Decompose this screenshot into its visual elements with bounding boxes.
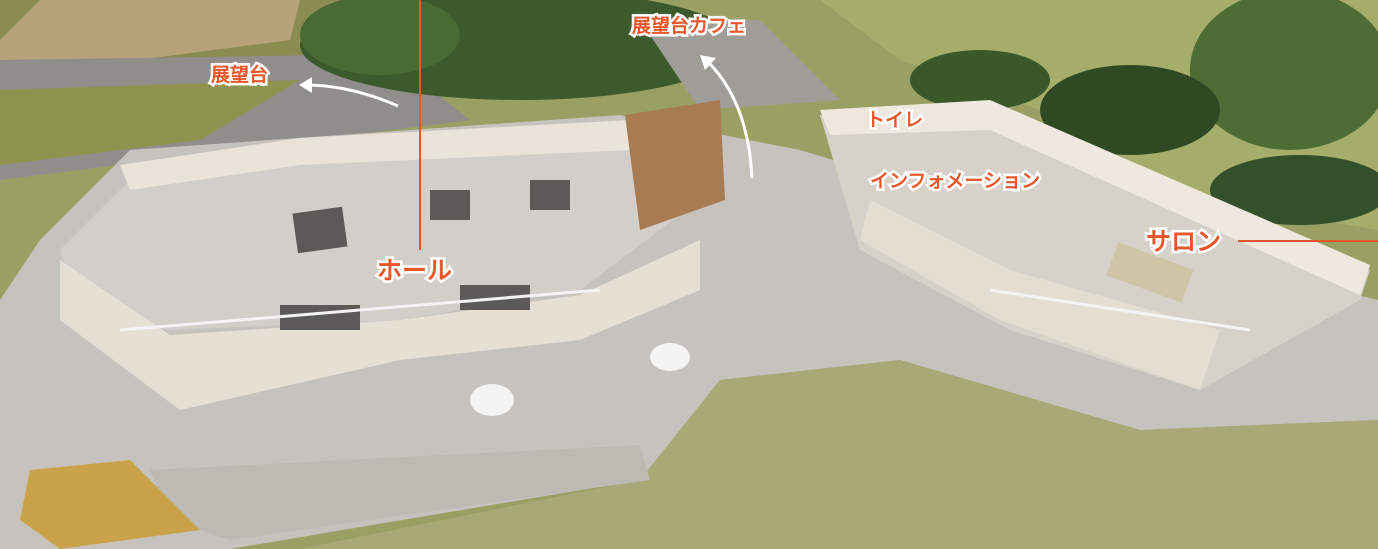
salon-sofa: [1106, 242, 1194, 303]
hall-wall-front: [60, 240, 700, 410]
railing-2: [989, 288, 1251, 332]
round-table-2: [650, 343, 690, 371]
hall-wall-back: [120, 120, 630, 190]
label-observation-deck: 展望台: [208, 63, 270, 87]
top-steps: [640, 20, 840, 110]
table-3: [530, 180, 570, 210]
table-2: [430, 190, 470, 220]
label-salon: サロン: [1143, 227, 1223, 257]
right-building-floor: [820, 110, 1370, 390]
round-table-1: [470, 384, 514, 416]
railing-1: [119, 288, 601, 332]
label-information: インフォメーション: [867, 169, 1042, 193]
yellow-steps: [20, 460, 200, 549]
label-observation-cafe: 展望台カフェ: [629, 14, 748, 38]
right-building-front: [860, 200, 1220, 390]
tree-right-1: [1190, 0, 1378, 150]
label-hall: ホール: [374, 256, 454, 286]
right-building-wall: [820, 100, 1370, 295]
cafe-arrowhead: [700, 55, 716, 70]
table-1: [292, 206, 348, 254]
tree-right-3: [1210, 155, 1378, 225]
deck-arrowhead: [299, 77, 312, 93]
tree-right-2: [1040, 65, 1220, 155]
wood-cabinet: [625, 100, 725, 230]
deck-arrow: [304, 83, 399, 108]
left-lawn: [0, 80, 300, 165]
table-4: [280, 305, 360, 330]
cafe-arrow: [704, 58, 754, 179]
lower-grass: [300, 360, 1378, 549]
tree-right-4: [910, 50, 1050, 110]
lower-walkway: [150, 445, 650, 540]
label-toilet: トイレ: [863, 108, 925, 132]
